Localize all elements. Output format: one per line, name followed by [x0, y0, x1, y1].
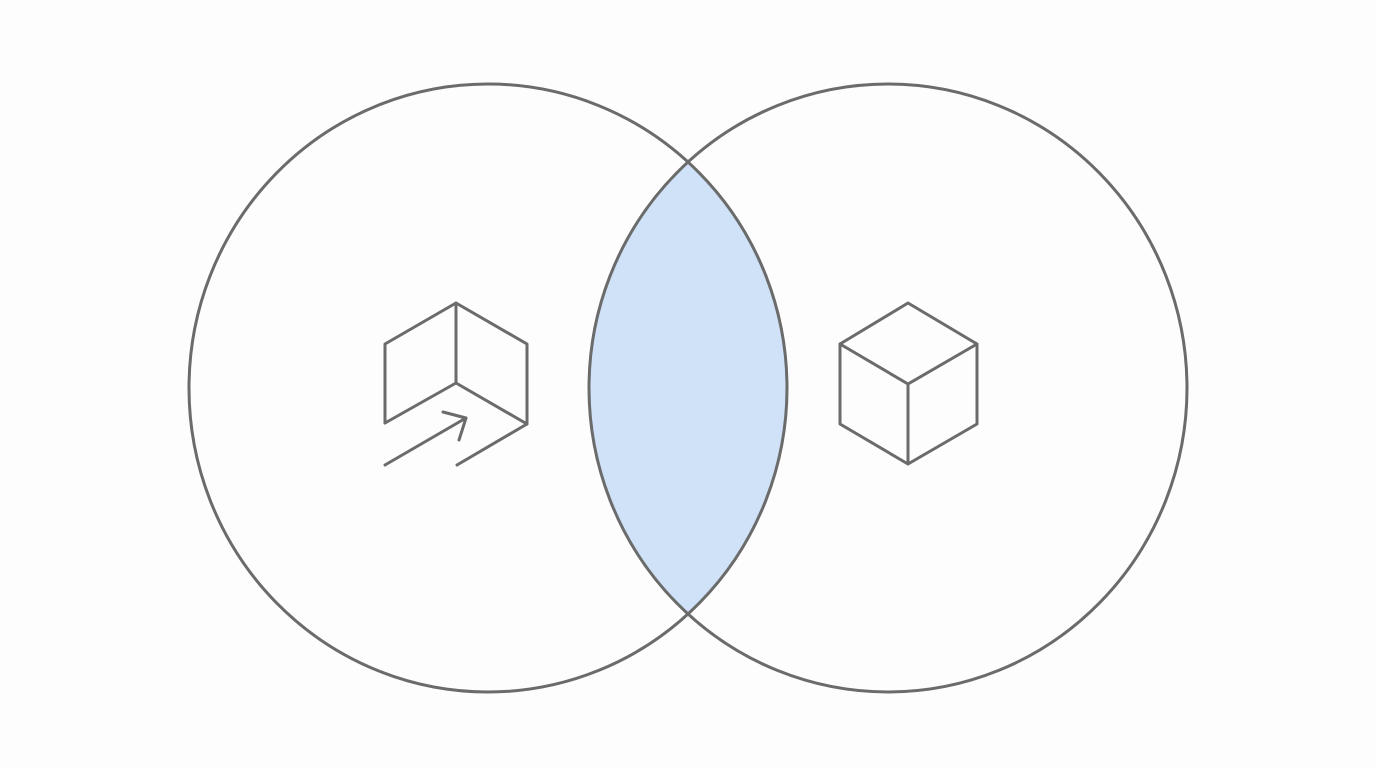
intersection-region — [589, 84, 787, 692]
cube-icon — [838, 301, 979, 466]
right-circle — [587, 82, 1189, 694]
left-circle — [187, 82, 789, 694]
cube-open-with-arrow-icon — [383, 301, 529, 467]
